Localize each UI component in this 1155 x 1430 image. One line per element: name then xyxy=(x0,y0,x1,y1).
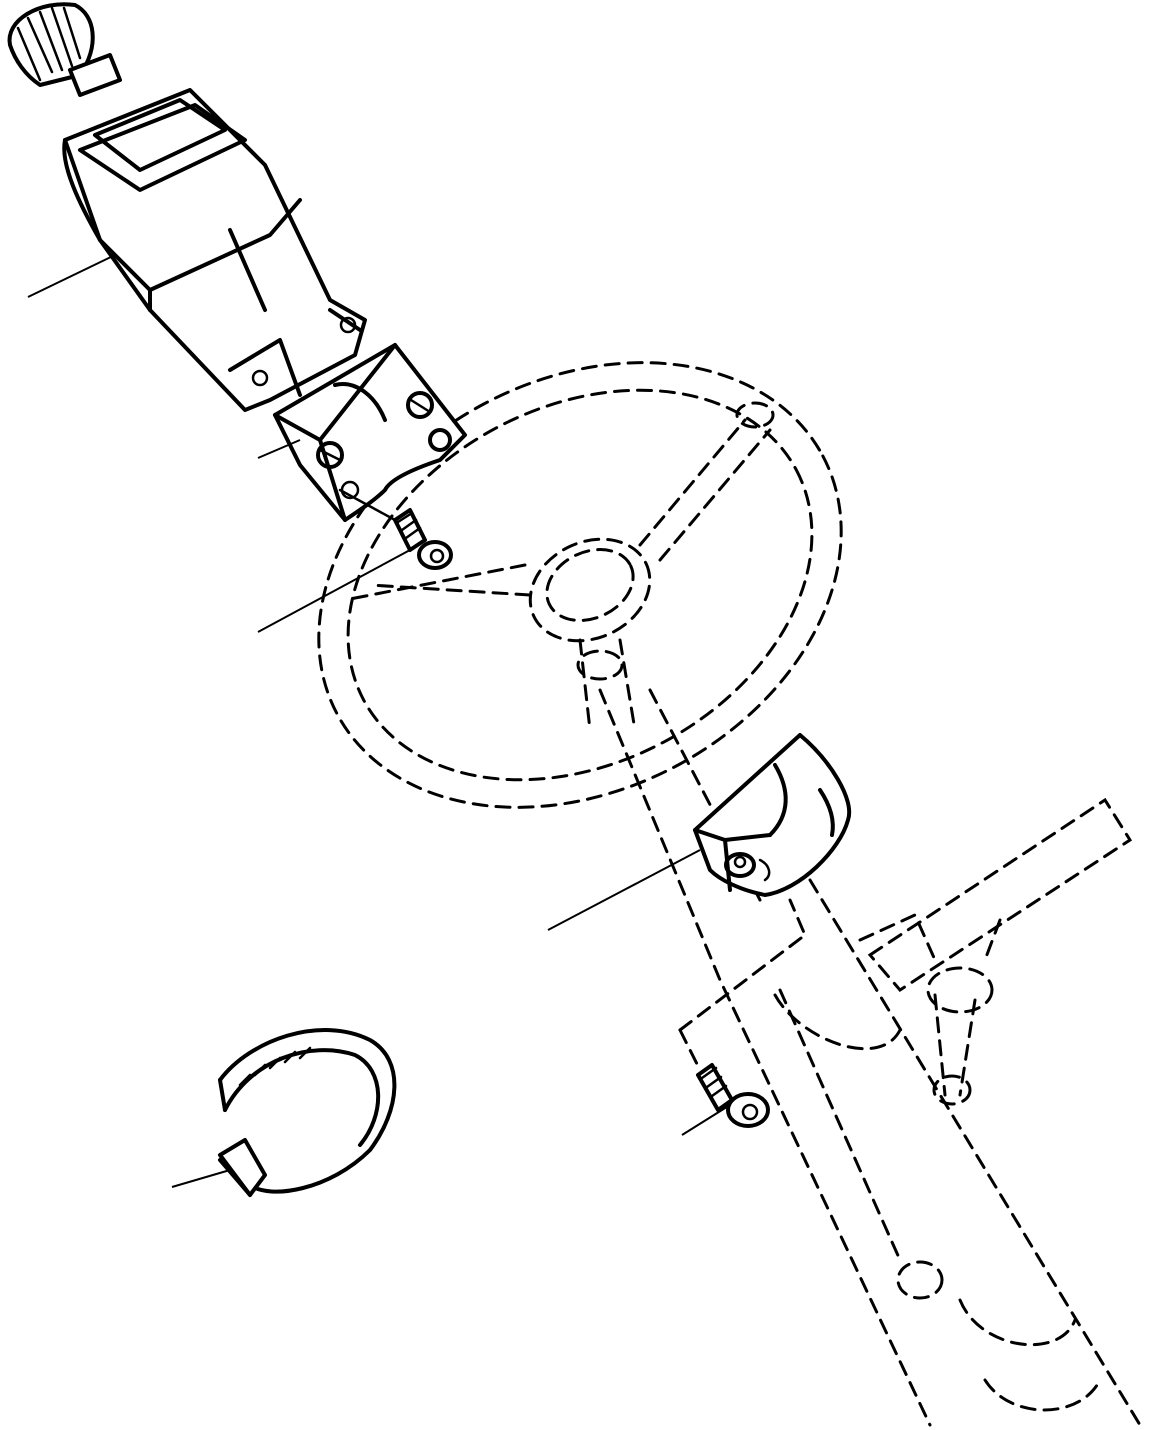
leader-upper-screw xyxy=(257,549,411,633)
leader-lower-screw xyxy=(681,1104,731,1136)
leader-switch-assembly xyxy=(27,254,116,298)
leader-upper-clamp xyxy=(257,439,301,459)
leader-hose-clamp xyxy=(171,1169,231,1188)
lower-clamp-half xyxy=(693,733,852,897)
leader-lines xyxy=(27,254,731,1188)
switch-assembly xyxy=(7,2,367,412)
leader-lower-clamp xyxy=(547,849,701,931)
steering-wheel xyxy=(317,361,843,809)
hose-clamp xyxy=(218,1028,397,1197)
upper-cap-screw xyxy=(338,488,453,570)
upper-clamp-half xyxy=(273,343,467,522)
lower-cap-screw xyxy=(696,1063,770,1128)
steering-column xyxy=(576,649,1142,1427)
adjustment-lever xyxy=(858,797,1133,1106)
